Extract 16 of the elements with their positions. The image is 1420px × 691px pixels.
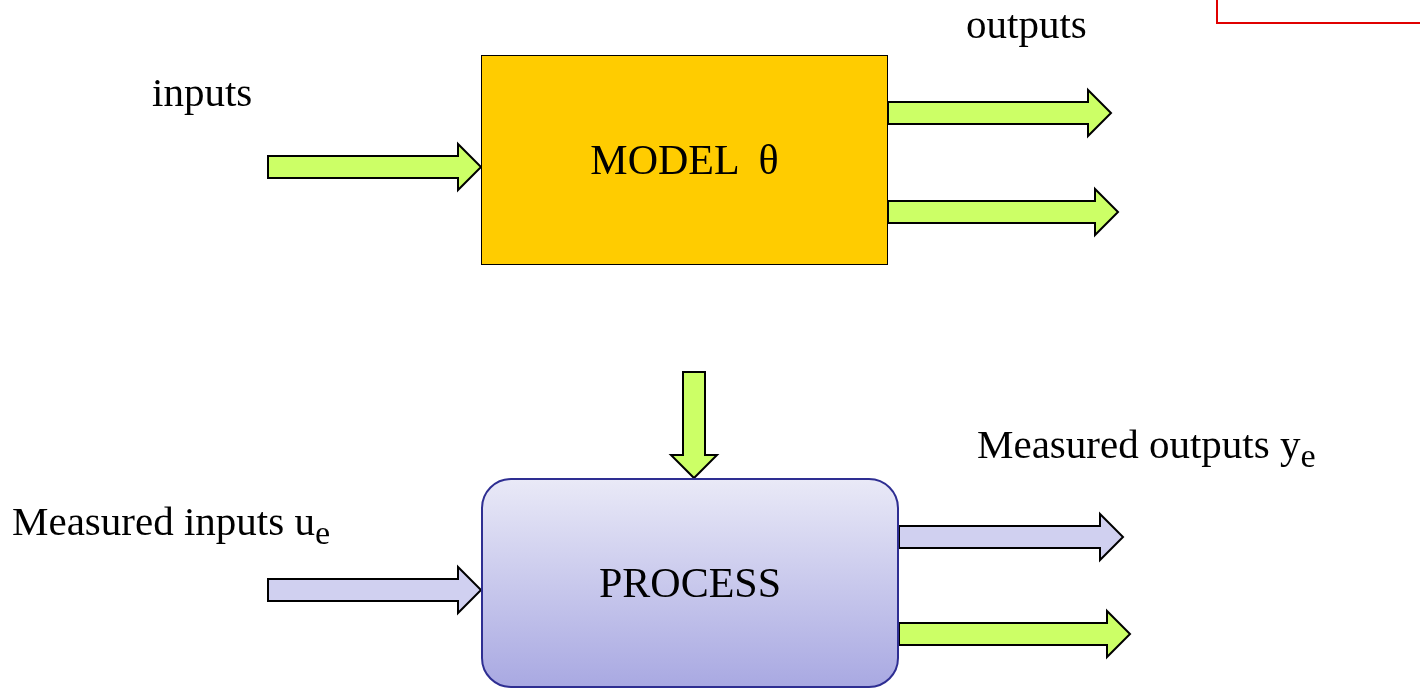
block-arrow [898,511,1125,563]
process-box [481,478,899,688]
io-label: Measured inputs u$_{e}$ [12,501,331,551]
block-arrow [898,608,1132,660]
io-label: outputs [966,4,1087,45]
block-arrow [668,371,720,480]
io-label: Measured outputs y$_{e}$ [977,424,1316,474]
block-arrow [887,186,1120,238]
block-arrow [267,564,483,616]
model-box [481,55,888,265]
io-label: inputs [152,72,253,113]
frame-box [1216,0,1420,24]
block-arrow [887,87,1113,139]
block-arrow [267,141,483,193]
node-label: MODEL θ [590,136,779,184]
node-label: PROCESS [598,559,782,607]
